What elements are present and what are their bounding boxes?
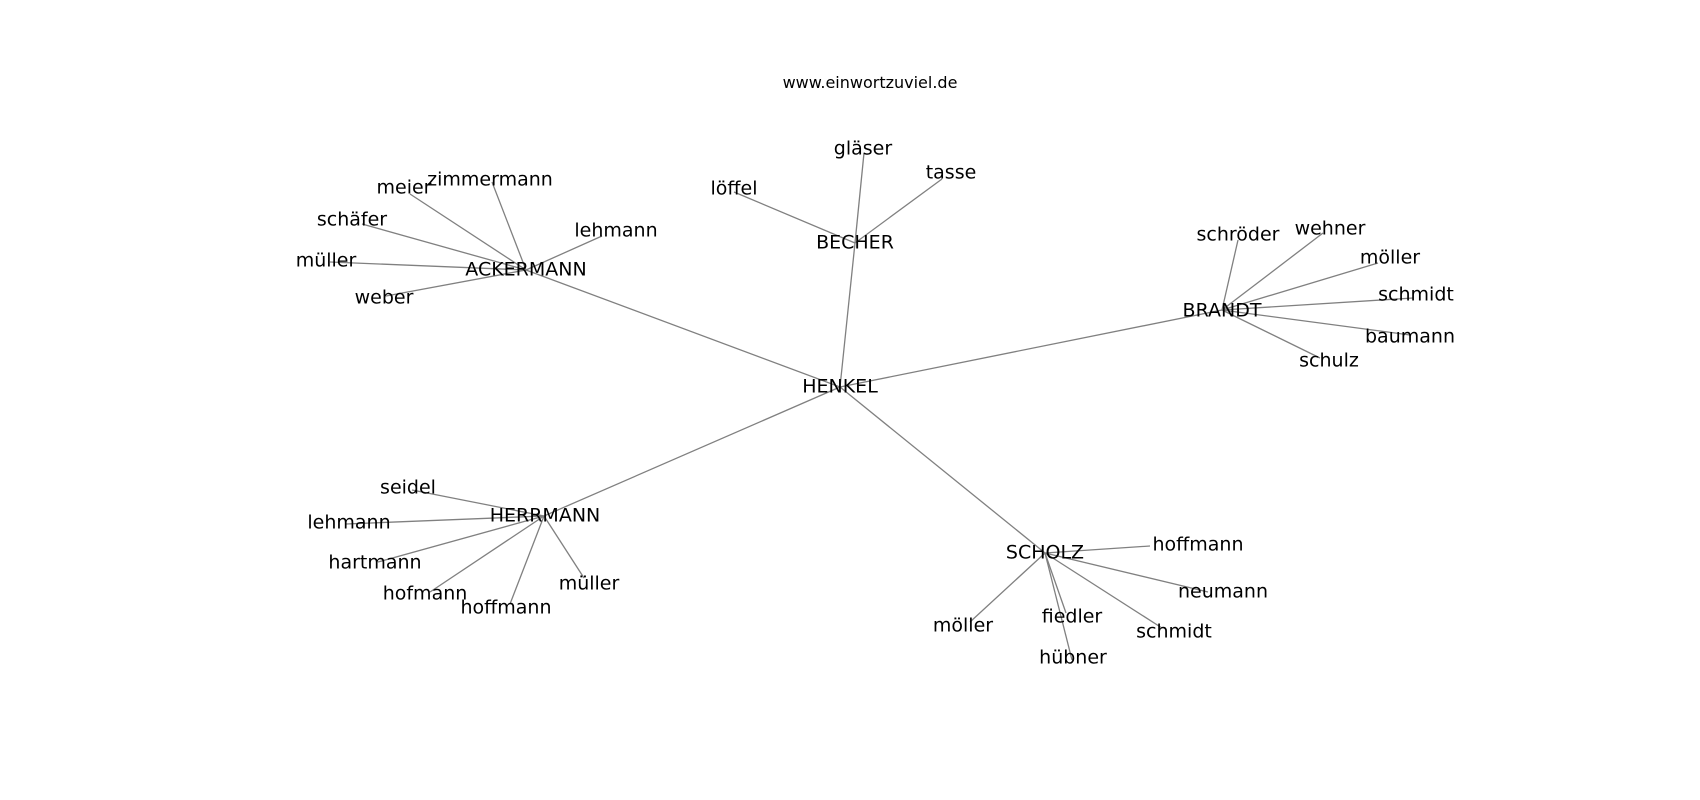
edge-center-to-herrmann — [543, 386, 841, 517]
edge-scholz-leaf-4 — [1044, 552, 1163, 629]
edge-brandt-leaf-5 — [1221, 309, 1321, 359]
edge-herrmann-leaf-2 — [377, 515, 545, 563]
edges-layer — [329, 152, 1414, 661]
leaf-node-label: tasse — [926, 162, 977, 184]
leaf-node-label: hoffmann — [1153, 534, 1244, 556]
leaf-node-label: müller — [296, 250, 357, 272]
edge-ackermann-leaf-1 — [491, 181, 527, 271]
leaf-node-label: seidel — [380, 477, 436, 499]
leaf-node-label: löffel — [711, 178, 758, 200]
leaf-node-label: weber — [355, 287, 414, 309]
leaf-node-label: hoffmann — [461, 597, 552, 619]
edge-ackermann-leaf-0 — [409, 193, 527, 271]
edge-ackermann-leaf-2 — [361, 223, 527, 271]
edge-ackermann-leaf-3 — [525, 235, 603, 271]
leaf-node-label: schröder — [1197, 224, 1280, 246]
hub-node-label-scholz: SCHOLZ — [1006, 542, 1084, 564]
hub-node-label-herrmann: HERRMANN — [490, 505, 601, 527]
edge-herrmann-leaf-0 — [411, 489, 545, 517]
edge-brandt-leaf-0 — [1221, 239, 1239, 311]
leaf-node-label: schmidt — [1136, 621, 1212, 643]
edge-brandt-leaf-3 — [1221, 297, 1414, 311]
leaf-node-label: hübner — [1039, 647, 1107, 669]
edge-becher-leaf-2 — [854, 178, 943, 244]
leaf-node-label: lehmann — [574, 220, 657, 242]
leaf-node-label: zimmermann — [427, 169, 553, 191]
edge-becher-leaf-1 — [854, 152, 865, 244]
edge-brandt-leaf-2 — [1221, 262, 1379, 311]
edge-herrmann-leaf-4 — [509, 515, 545, 605]
leaf-node-label: hofmann — [383, 583, 468, 605]
edge-scholz-leaf-3 — [1044, 552, 1067, 614]
edge-herrmann-leaf-3 — [429, 515, 545, 593]
edge-herrmann-leaf-5 — [543, 515, 585, 579]
leaf-node-label: neumann — [1178, 581, 1268, 603]
hub-node-label-brandt: BRANDT — [1183, 300, 1262, 322]
leaf-node-label: möller — [1360, 247, 1420, 269]
diagram-title: www.einwortzuviel.de — [783, 73, 958, 92]
leaf-node-label: hartmann — [328, 552, 421, 574]
hub-node-label-becher: BECHER — [816, 232, 894, 254]
leaf-node-label: wehner — [1295, 218, 1366, 240]
leaf-node-label: meier — [377, 177, 432, 199]
edge-ackermann-leaf-4 — [329, 261, 527, 271]
edge-center-to-scholz — [839, 386, 1046, 554]
edge-scholz-leaf-0 — [1044, 545, 1151, 554]
leaf-node-label: schulz — [1299, 350, 1359, 372]
hub-node-label-ackermann: ACKERMANN — [465, 259, 586, 281]
leaf-node-label: müller — [559, 573, 620, 595]
leaf-node-label: möller — [933, 615, 993, 637]
edge-scholz-leaf-1 — [1044, 552, 1209, 593]
edge-herrmann-leaf-1 — [345, 515, 545, 525]
leaf-node-label: lehmann — [307, 512, 390, 534]
edge-center-to-brandt — [839, 309, 1223, 388]
edge-center-to-becher — [839, 242, 856, 388]
edge-scholz-leaf-2 — [969, 552, 1046, 623]
edge-ackermann-leaf-5 — [385, 269, 527, 297]
edge-becher-leaf-0 — [733, 191, 856, 244]
center-node-label: HENKEL — [802, 376, 878, 398]
leaf-node-label: schmidt — [1378, 284, 1454, 306]
leaf-node-label: baumann — [1365, 326, 1455, 348]
leaf-node-label: schäfer — [317, 209, 387, 231]
leaf-node-label: fiedler — [1042, 606, 1103, 628]
edge-brandt-leaf-1 — [1221, 232, 1324, 311]
edge-brandt-leaf-4 — [1221, 309, 1411, 336]
edge-scholz-leaf-5 — [1044, 552, 1073, 661]
leaf-node-label: gläser — [834, 138, 893, 160]
edge-center-to-ackermann — [525, 269, 841, 388]
